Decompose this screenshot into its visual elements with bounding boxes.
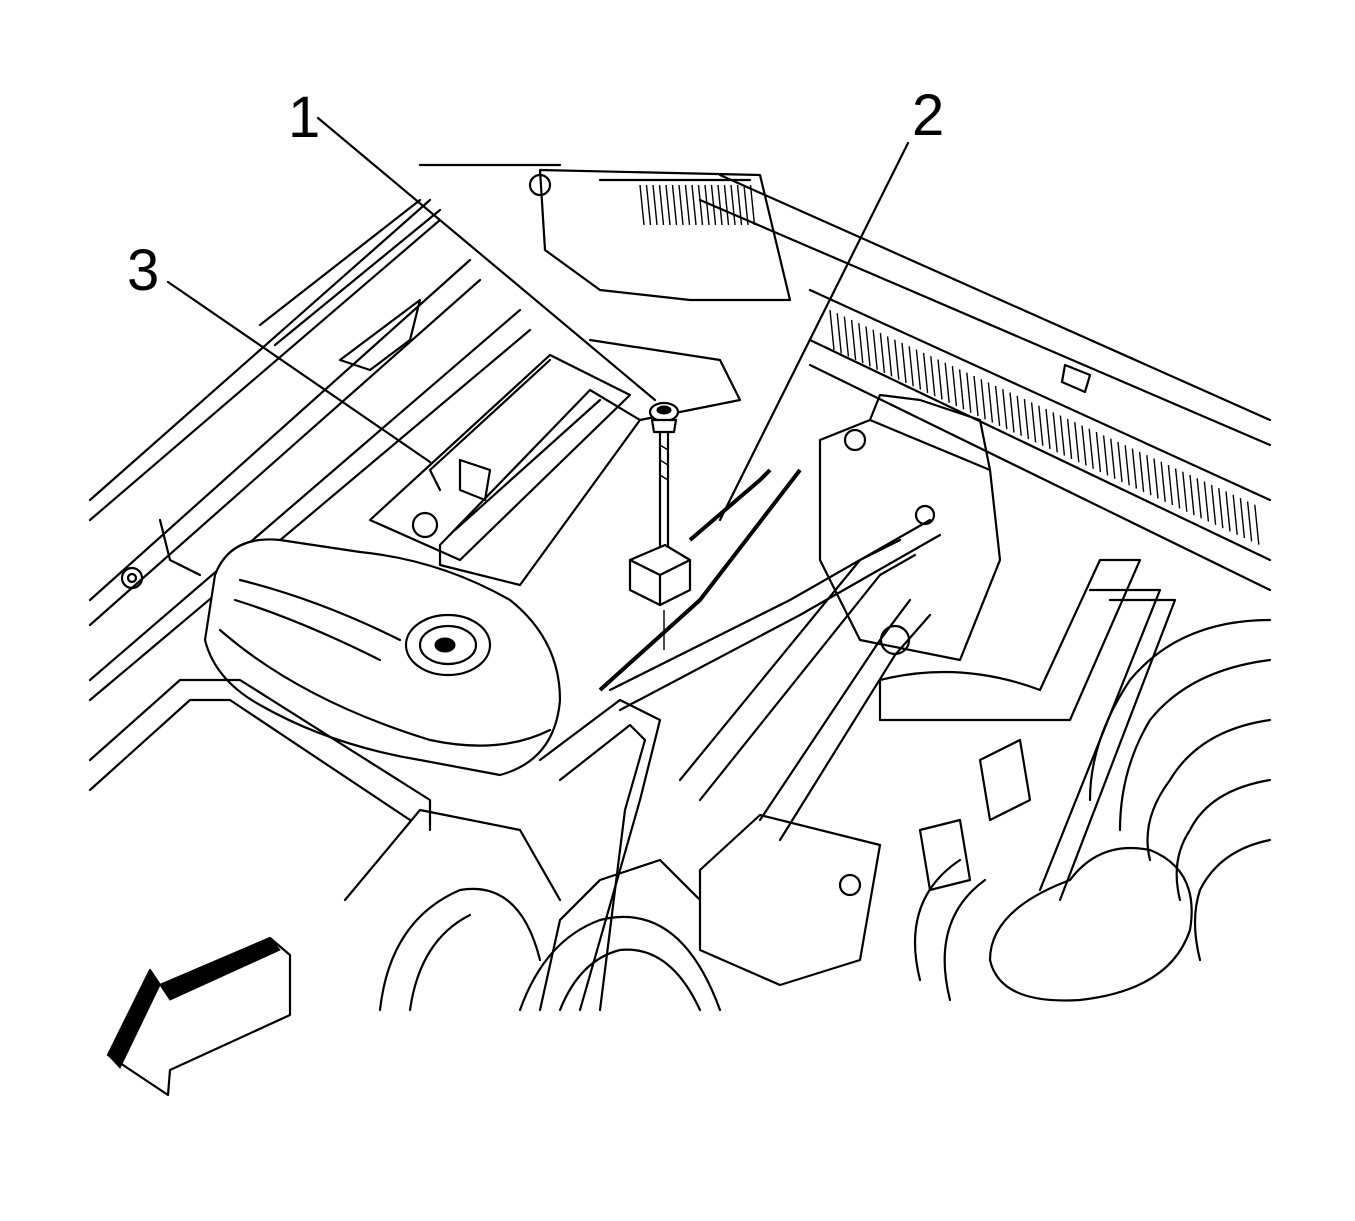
cowl-grille bbox=[538, 168, 1272, 592]
battery-tray-clip bbox=[598, 468, 802, 692]
left-fender-rail bbox=[88, 163, 562, 702]
callout-2: 2 bbox=[912, 83, 944, 148]
leader-1 bbox=[316, 116, 657, 402]
leader-3 bbox=[166, 280, 432, 464]
heater-hoses bbox=[538, 518, 1177, 1012]
brake-booster-bracket bbox=[818, 393, 1002, 662]
callout-1: 1 bbox=[288, 85, 320, 150]
mounting-bolt bbox=[648, 401, 680, 650]
fuse-relay-box bbox=[368, 338, 742, 587]
engine-lower bbox=[88, 678, 882, 1012]
leader-2 bbox=[718, 141, 910, 522]
air-intake-duct bbox=[913, 618, 1272, 1002]
front-direction-arrow-icon bbox=[106, 936, 292, 1097]
callout-leaders bbox=[166, 116, 910, 522]
coolant-reservoir bbox=[203, 538, 562, 777]
callout-3: 3 bbox=[127, 238, 159, 303]
